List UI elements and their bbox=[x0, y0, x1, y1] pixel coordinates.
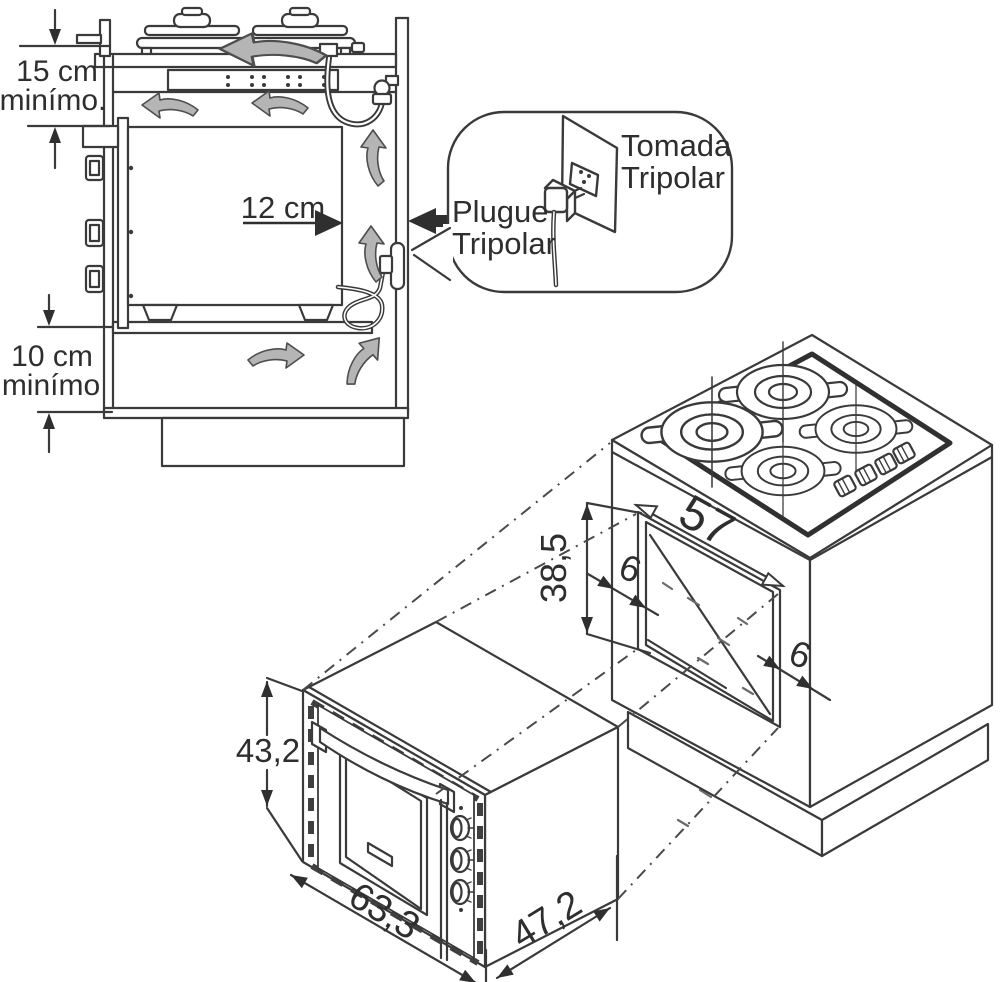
rear-clearance-value: 12 cm bbox=[241, 190, 325, 225]
oven-knob-icon bbox=[449, 846, 474, 874]
dim-opening-height: 38,5 bbox=[533, 501, 652, 655]
plug-icon bbox=[543, 178, 586, 288]
dim-top-clearance: 15 cm minímo. bbox=[0, 8, 112, 170]
oven-knob-icon bbox=[449, 814, 474, 842]
section-view: 15 cm minímo. 12 cm 10 cm minímo bbox=[0, 6, 451, 468]
callout-bubble: Tomada Tripolar Plugue Tripolar bbox=[410, 110, 734, 294]
opening-height-value: 38,5 bbox=[533, 533, 574, 603]
dim-bottom-clearance: 10 cm minímo bbox=[2, 293, 114, 454]
airflow-arrow-icon bbox=[141, 92, 199, 119]
outlet-label-line1: Tomada bbox=[621, 128, 732, 163]
bottom-clearance-note: minímo bbox=[2, 369, 100, 402]
oven-handle-icon bbox=[310, 720, 456, 814]
airflow-arrow-icon bbox=[360, 129, 387, 187]
cabinet-plinth bbox=[626, 710, 990, 858]
power-cord-icon bbox=[335, 241, 406, 331]
plug-label-line2: Tripolar bbox=[452, 226, 556, 261]
dim-rear-clearance: 12 cm bbox=[241, 190, 343, 236]
oven-knob-icon bbox=[449, 878, 474, 906]
oven-section bbox=[81, 116, 344, 330]
oven-height-value: 43,2 bbox=[236, 732, 300, 769]
airflow-arrow-icon bbox=[358, 225, 385, 283]
oven-knobs-side-icon bbox=[81, 124, 120, 294]
oven-isometric: 43,2 63,3 47,2 bbox=[236, 620, 620, 982]
oven-knob-column bbox=[439, 798, 474, 962]
bottom-clearance-value: 10 cm bbox=[11, 340, 93, 373]
top-clearance-value: 15 cm bbox=[16, 55, 98, 88]
oven-trim-band bbox=[308, 699, 483, 966]
airflow-arrow-icon bbox=[251, 90, 309, 117]
top-clearance-note: minímo. bbox=[0, 84, 106, 117]
plug-label-line1: Plugue bbox=[452, 194, 549, 229]
projection-lines bbox=[302, 442, 779, 900]
cabinet-isometric: 57 38,5 6 6 bbox=[533, 333, 994, 858]
dim-oven-height: 43,2 bbox=[236, 676, 304, 863]
airflow-arrow-icon bbox=[333, 329, 390, 390]
outlet-label-line2: Tripolar bbox=[621, 160, 725, 195]
oven-badge bbox=[366, 841, 394, 868]
airflow-arrow-icon bbox=[247, 342, 305, 369]
